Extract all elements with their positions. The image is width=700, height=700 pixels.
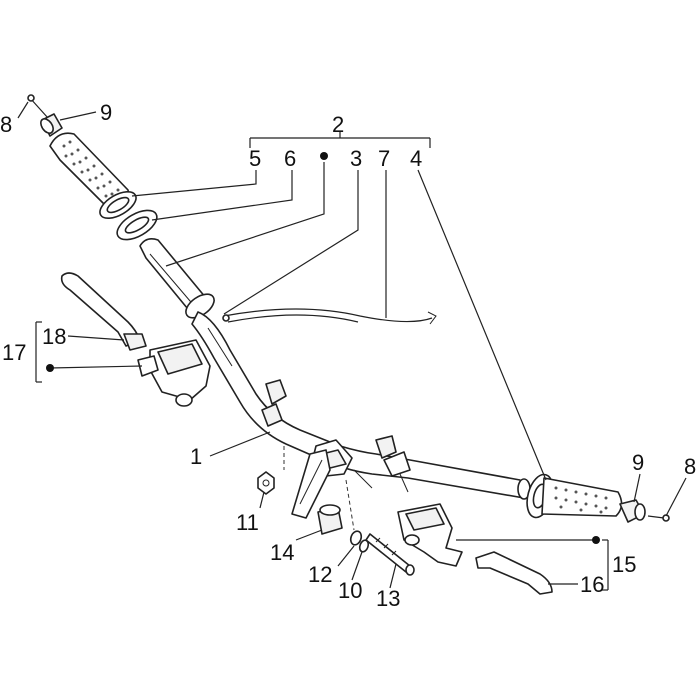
bolt-part bbox=[365, 533, 415, 576]
callout-12: 12 bbox=[308, 562, 332, 587]
bushing-part bbox=[317, 504, 343, 535]
callout-2: 2 bbox=[332, 112, 344, 137]
callout-4: 4 bbox=[410, 146, 422, 171]
callout-14: 14 bbox=[270, 540, 294, 565]
reference-dot-marker bbox=[46, 364, 54, 372]
callout-17: 17 bbox=[2, 340, 26, 365]
ring-washer-part bbox=[116, 209, 158, 241]
callout-8-left: 8 bbox=[0, 112, 12, 137]
callout-6: 6 bbox=[284, 146, 296, 171]
washer-part bbox=[349, 530, 363, 546]
callout-10: 10 bbox=[338, 578, 362, 603]
leader-lines bbox=[17, 101, 687, 591]
reference-dot-marker bbox=[320, 152, 328, 160]
callout-5: 5 bbox=[249, 146, 261, 171]
throttle-cable-part bbox=[222, 308, 437, 325]
bar-end-weight-right-part bbox=[619, 499, 646, 523]
callout-11: 11 bbox=[236, 510, 259, 535]
callout-18: 18 bbox=[42, 324, 66, 349]
handlebar-tube-part bbox=[191, 311, 531, 500]
clamp-bracket-part bbox=[291, 449, 331, 519]
left-brake-lever-part bbox=[60, 272, 147, 351]
callout-13: 13 bbox=[376, 586, 400, 611]
callout-1: 1 bbox=[190, 444, 202, 469]
right-grip-part bbox=[526, 473, 623, 519]
nut-part bbox=[257, 471, 275, 495]
screw-left-part bbox=[27, 94, 49, 119]
left-grip-part bbox=[49, 132, 137, 220]
callout-15: 15 bbox=[612, 552, 636, 577]
left-master-cylinder-part bbox=[137, 339, 211, 407]
callout-9-left: 9 bbox=[100, 100, 112, 125]
right-brake-lever-part bbox=[475, 551, 553, 595]
throttle-tube-part bbox=[139, 238, 215, 319]
callout-9-right: 9 bbox=[632, 450, 644, 475]
callout-8-right: 8 bbox=[684, 454, 696, 479]
callout-3: 3 bbox=[350, 146, 362, 171]
right-master-cylinder-part bbox=[397, 503, 463, 567]
callout-16: 16 bbox=[580, 572, 604, 597]
reference-dot-marker bbox=[592, 536, 600, 544]
callout-7: 7 bbox=[378, 146, 390, 171]
bar-end-weight-left-part bbox=[40, 113, 63, 137]
